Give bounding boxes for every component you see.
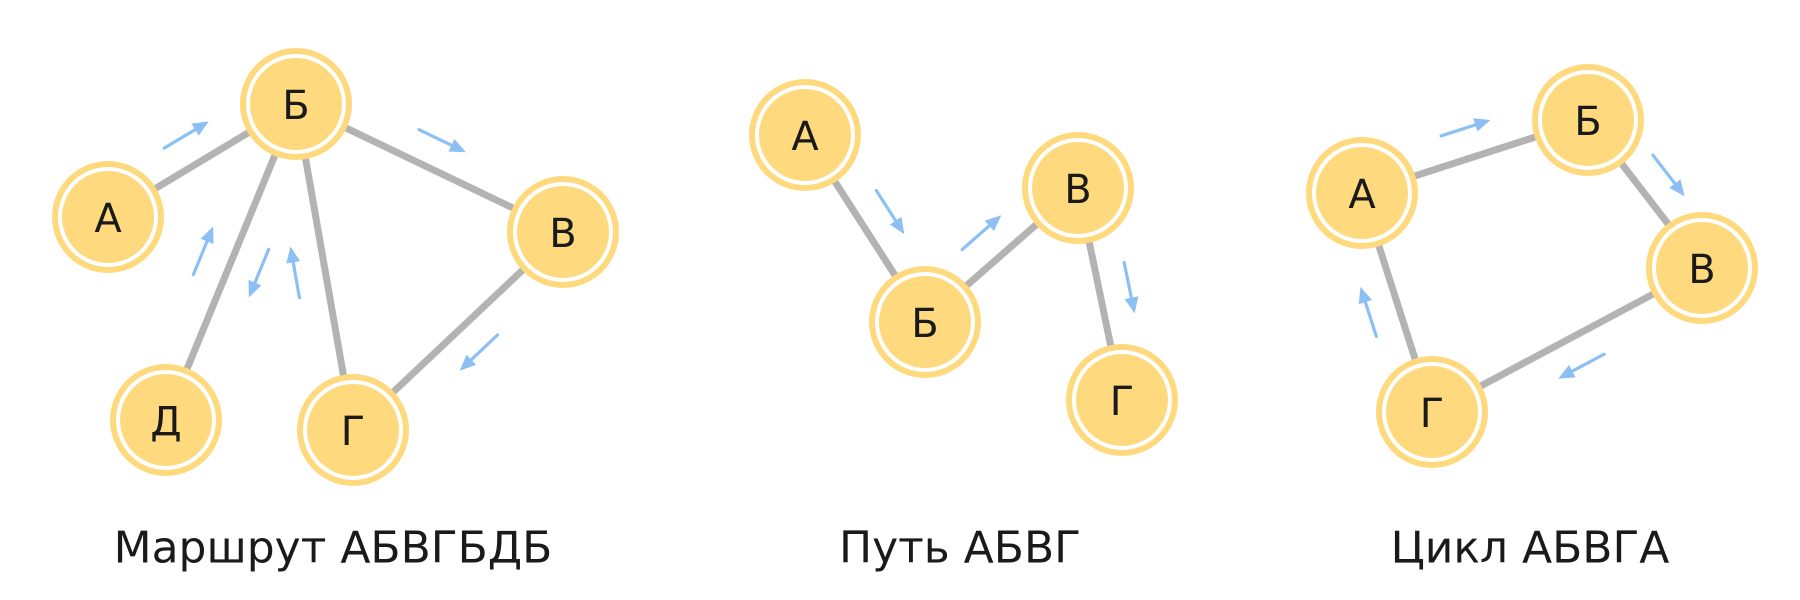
- path-node-label-2: В: [1064, 167, 1091, 213]
- route-node-ring-0: [58, 167, 158, 267]
- path-node-ring-2: [1028, 138, 1128, 238]
- path-node-ring-3: [1072, 350, 1172, 450]
- path-node-label-3: Г: [1110, 379, 1134, 425]
- path-arrow-1: [960, 215, 1002, 252]
- route-edge-4: [162, 102, 300, 422]
- cycle-arrow-2: [1558, 352, 1606, 379]
- cycle-arrow-head-0: [1473, 118, 1491, 132]
- path-node-label-0: А: [791, 114, 819, 160]
- route-arrow-4: [248, 247, 271, 298]
- route-arrow-5: [191, 226, 214, 277]
- cycle-node-label-1: Б: [1574, 99, 1601, 145]
- route-arrow-head-5: [200, 226, 214, 244]
- path-node-circle-0: [749, 79, 861, 191]
- diagram-cycle: А Б В Г: [1306, 64, 1758, 468]
- cycle-node-label-2: В: [1688, 247, 1715, 293]
- cycle-node-1: Б: [1532, 64, 1644, 176]
- cycle-node-ring-0: [1312, 143, 1412, 243]
- path-node-2: В: [1022, 132, 1134, 244]
- path-node-ring-1: [875, 272, 975, 372]
- cycle-node-circle-0: [1306, 137, 1418, 249]
- route-arrow-head-4: [248, 280, 262, 298]
- route-arrow-0: [162, 121, 209, 150]
- path-node-ring-0: [755, 85, 855, 185]
- path-arrow-head-1: [984, 215, 1002, 232]
- route-node-label-2: В: [549, 211, 576, 257]
- path-arrow-2: [1122, 260, 1139, 314]
- route-node-1: Б: [240, 48, 352, 160]
- cycle-arrow-3: [1358, 286, 1378, 338]
- route-node-ring-3: [303, 380, 403, 480]
- route-node-4: Д: [110, 364, 222, 476]
- route-arrow-1: [417, 128, 466, 153]
- cycle-node-0: А: [1306, 137, 1418, 249]
- route-node-circle-4: [110, 364, 222, 476]
- cycle-arrow-head-2: [1558, 365, 1576, 379]
- cycle-node-circle-2: [1646, 212, 1758, 324]
- route-node-2: В: [507, 176, 619, 288]
- path-node-0: А: [749, 79, 861, 191]
- cycle-node-ring-3: [1382, 362, 1482, 462]
- cycle-node-2: В: [1646, 212, 1758, 324]
- route-arrow-head-2: [459, 354, 477, 371]
- path-node-circle-2: [1022, 132, 1134, 244]
- cycle-node-ring-1: [1538, 70, 1638, 170]
- route-node-circle-2: [507, 176, 619, 288]
- route-node-circle-1: [240, 48, 352, 160]
- route-arrow-3: [286, 246, 302, 300]
- route-node-label-4: Д: [150, 399, 181, 445]
- route-node-label-0: А: [94, 196, 122, 242]
- path-arrow-head-2: [1124, 296, 1139, 314]
- cycle-arrow-0: [1439, 118, 1491, 138]
- route-node-0: А: [52, 161, 164, 273]
- route-node-circle-3: [297, 374, 409, 486]
- route-arrow-head-3: [286, 246, 301, 264]
- path-arrow-head-0: [889, 216, 905, 235]
- cycle-node-3: Г: [1376, 356, 1488, 468]
- route-node-label-3: Г: [341, 409, 365, 455]
- path-node-1: Б: [869, 266, 981, 378]
- route-arrow-2: [459, 333, 500, 371]
- caption-cycle: Цикл АБВГА: [1391, 523, 1670, 574]
- route-node-ring-1: [246, 54, 346, 154]
- cycle-arrow-head-3: [1358, 286, 1372, 305]
- route-node-3: Г: [297, 374, 409, 486]
- cycle-arrow-1: [1651, 153, 1685, 197]
- path-node-circle-1: [869, 266, 981, 378]
- route-arrow-head-1: [448, 139, 466, 153]
- path-node-circle-3: [1066, 344, 1178, 456]
- cycle-node-circle-1: [1532, 64, 1644, 176]
- cycle-node-label-0: А: [1348, 172, 1376, 218]
- cycle-arrow-head-1: [1669, 179, 1685, 197]
- path-arrow-0: [874, 188, 905, 235]
- route-node-ring-4: [116, 370, 216, 470]
- caption-route: Маршрут АБВГБДБ: [114, 523, 553, 574]
- diagram-path: А Б В Г: [749, 79, 1178, 456]
- route-node-circle-0: [52, 161, 164, 273]
- cycle-node-circle-3: [1376, 356, 1488, 468]
- caption-path: Путь АБВГ: [839, 523, 1081, 574]
- path-node-3: Г: [1066, 344, 1178, 456]
- route-arrow-head-0: [191, 121, 209, 136]
- path-node-label-1: Б: [911, 301, 938, 347]
- route-node-label-1: Б: [282, 83, 309, 129]
- cycle-node-label-3: Г: [1420, 391, 1444, 437]
- route-node-ring-2: [513, 182, 613, 282]
- diagram-route: А Б В Г Д: [52, 48, 619, 486]
- cycle-node-ring-2: [1652, 218, 1752, 318]
